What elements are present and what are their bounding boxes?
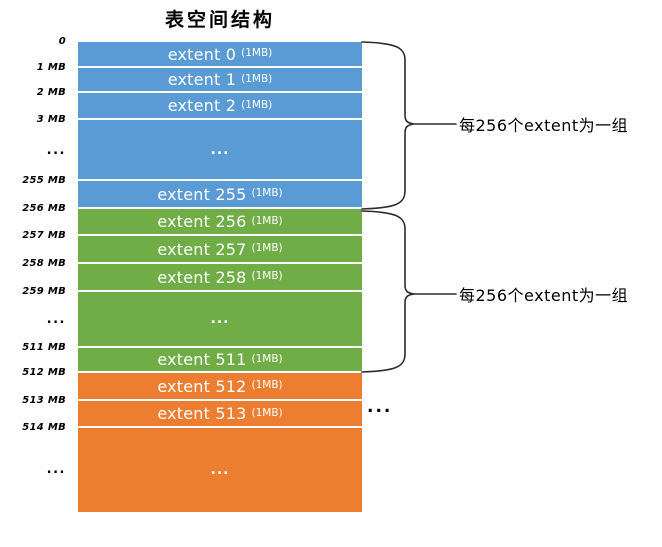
extent-size-label: (1MB) — [251, 352, 283, 365]
extent-label: extent 511 — [157, 350, 247, 369]
extent-size-label: (1MB) — [251, 270, 283, 282]
extent-label: extent 256 — [157, 212, 247, 231]
extent-continuation-row: ... — [78, 428, 362, 512]
extent-label: extent 255 — [157, 184, 247, 204]
extent-size-label: (1MB) — [241, 98, 273, 111]
axis-ellipsis: ... — [46, 142, 66, 158]
extent-row: extent 256 (1MB) — [78, 209, 362, 236]
extent-size-label: (1MB) — [241, 72, 273, 85]
axis-tick-label: 257 MB — [22, 230, 66, 241]
page-title: 表空间结构 — [164, 9, 275, 31]
group-brace-label: 每256个extent为一组 — [459, 116, 629, 135]
right-continuation-ellipsis: ... — [367, 397, 393, 417]
group-brace-label: 每256个extent为一组 — [459, 286, 629, 305]
extent-label: extent 0 — [167, 44, 237, 64]
extent-size-label: (1MB) — [251, 214, 283, 227]
extent-label: extent 258 — [157, 267, 247, 287]
extent-row: extent 255 (1MB) — [78, 181, 362, 209]
extent-label: extent 512 — [157, 376, 247, 396]
extent-size-label: (1MB) — [251, 187, 283, 199]
extent-stack: extent 0 (1MB) extent 1 (1MB) extent 2 (1MB).… — [78, 42, 362, 512]
axis-tick-label: 514 MB — [22, 422, 66, 433]
axis-tick-label: 513 MB — [22, 395, 66, 406]
extent-continuation-row: ... — [78, 120, 362, 181]
axis-ellipsis: ... — [46, 462, 66, 477]
extent-size-label: (1MB) — [251, 406, 283, 419]
extent-row: extent 258 (1MB) — [78, 264, 362, 292]
axis-tick-label: 256 MB — [22, 203, 66, 214]
extent-ellipsis-label: ... — [210, 462, 230, 478]
axis-tick-label: 258 MB — [22, 258, 66, 269]
axis-tick-label: 255 MB — [22, 175, 66, 186]
group-brace — [361, 41, 457, 210]
extent-continuation-row: ... — [78, 292, 362, 348]
axis-tick-label: 3 MB — [36, 114, 66, 125]
extent-size-label: (1MB) — [251, 379, 283, 391]
extent-label: extent 1 — [167, 70, 237, 89]
extent-ellipsis-label: ... — [210, 141, 230, 158]
extent-row: extent 512 (1MB) — [78, 373, 362, 401]
axis-tick-label: 512 MB — [22, 367, 66, 378]
extent-row: extent 1 (1MB) — [78, 68, 362, 93]
extent-label: extent 513 — [157, 404, 247, 423]
extent-row: extent 2 (1MB) — [78, 93, 362, 120]
extent-label: extent 2 — [167, 96, 237, 115]
axis-ellipsis: ... — [46, 312, 66, 327]
extent-ellipsis-label: ... — [210, 311, 230, 327]
group-brace — [361, 210, 457, 373]
axis-tick-label: 259 MB — [22, 286, 66, 297]
extent-size-label: (1MB) — [251, 242, 283, 254]
extent-row: extent 511 (1MB) — [78, 348, 362, 373]
extent-label: extent 257 — [157, 239, 247, 259]
axis-tick-label: 511 MB — [22, 342, 66, 353]
extent-size-label: (1MB) — [241, 47, 273, 59]
extent-row: extent 0 (1MB) — [78, 42, 362, 68]
extent-row: extent 257 (1MB) — [78, 236, 362, 264]
axis-tick-label: 1 MB — [36, 62, 66, 73]
axis-tick-label: 0 — [58, 36, 66, 47]
axis-tick-label: 2 MB — [36, 87, 66, 98]
extent-row: extent 513 (1MB) — [78, 401, 362, 428]
